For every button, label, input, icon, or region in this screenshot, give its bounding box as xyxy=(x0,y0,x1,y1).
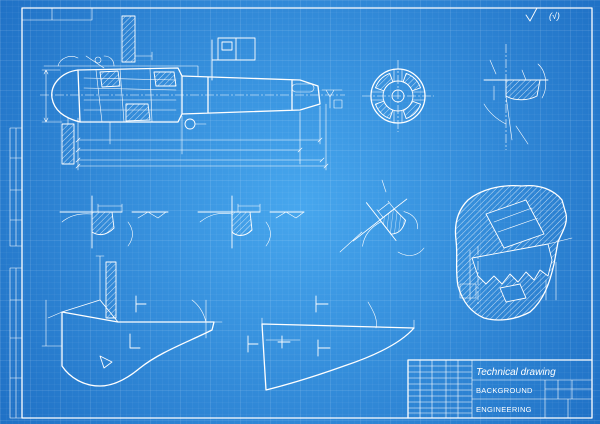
shaft-assembly-view xyxy=(40,15,345,171)
datum-symbol xyxy=(321,89,343,109)
detail-a-curves xyxy=(483,59,547,145)
title-block-subtitle-1: BACKGROUND xyxy=(476,386,533,395)
tool-holder-step xyxy=(134,51,153,61)
roughness-label: (√) xyxy=(549,11,560,21)
section-hub xyxy=(391,89,405,103)
detail-e-upper-block xyxy=(485,199,545,249)
blade-vertical-dimension xyxy=(95,255,105,301)
drawing-lines: (√) xyxy=(9,7,593,419)
cutter-nose xyxy=(51,69,81,123)
title-block-title: Technical drawing xyxy=(476,367,556,378)
section-outer-circle xyxy=(370,68,426,124)
detail-view-b xyxy=(59,195,169,249)
blade-profile-view xyxy=(41,255,223,387)
plate-dimension-symbols xyxy=(247,295,331,357)
shaft-slot xyxy=(291,83,315,93)
title-block-subtitle-2: ENGINEERING xyxy=(476,405,532,414)
detail-c-curves xyxy=(199,203,305,247)
surface-roughness-symbol: (√) xyxy=(525,7,560,22)
section-slots xyxy=(370,68,426,124)
title-block-right-cells xyxy=(471,379,593,419)
detail-d-rotated xyxy=(352,198,418,247)
drawing-frame xyxy=(9,7,593,419)
frame-border xyxy=(21,7,593,419)
detail-d-leaders xyxy=(339,179,425,256)
height-dimension xyxy=(41,69,63,123)
cross-section-view xyxy=(362,60,434,132)
detail-a-section xyxy=(505,79,541,101)
detail-view-a xyxy=(483,44,549,150)
section-inner-circle xyxy=(382,80,414,112)
dimension-lines xyxy=(77,103,327,171)
frame-left-strip-upper xyxy=(9,127,23,247)
frame-top-stamp xyxy=(21,7,93,21)
blade-triangle-marker xyxy=(99,355,113,369)
key-detail-box xyxy=(211,37,256,81)
blade-left-leaders xyxy=(41,299,63,347)
annotation-leaders xyxy=(57,55,115,125)
blade-dimension-symbols xyxy=(129,295,147,349)
detail-e-body xyxy=(454,184,568,321)
detail-e-threaded-part xyxy=(471,243,553,285)
detail-d-section xyxy=(379,208,407,235)
plate-extension-lines xyxy=(261,301,415,341)
detail-c-section xyxy=(231,211,253,236)
detail-e-block-lines xyxy=(493,207,539,233)
plate-profile-view xyxy=(247,295,415,391)
detail-view-c xyxy=(197,195,305,249)
blade-outline xyxy=(61,311,215,387)
tool-holder-block xyxy=(121,15,136,63)
annotation-circle xyxy=(94,56,102,64)
frame-left-strip-lower xyxy=(9,267,23,419)
detail-e-extra-lines xyxy=(459,237,573,301)
detail-view-e xyxy=(454,184,573,321)
title-block: Technical drawing BACKGROUND ENGINEERING xyxy=(407,359,593,419)
cutter-inserts xyxy=(99,70,177,122)
detail-d-curves xyxy=(362,200,418,247)
cutter-top-line xyxy=(43,65,199,77)
detail-b-curves xyxy=(61,203,167,247)
plate-outline xyxy=(261,323,415,391)
dimension-ticks xyxy=(75,137,329,169)
title-block-left-grid xyxy=(407,359,473,419)
detail-view-d xyxy=(339,179,425,256)
detail-e-lower-piece xyxy=(499,283,527,303)
blade-right-dimension xyxy=(191,299,223,339)
shaft-body xyxy=(181,75,321,115)
surface-roughness-icon xyxy=(525,7,550,22)
title-block-border xyxy=(407,359,593,419)
detail-b-section xyxy=(91,211,115,236)
section-hatched-segments xyxy=(375,73,421,119)
blade-wedge xyxy=(61,299,119,323)
section-crosshair xyxy=(362,60,434,132)
blade-hatched-strip xyxy=(105,261,117,319)
clamp-block xyxy=(61,123,75,165)
